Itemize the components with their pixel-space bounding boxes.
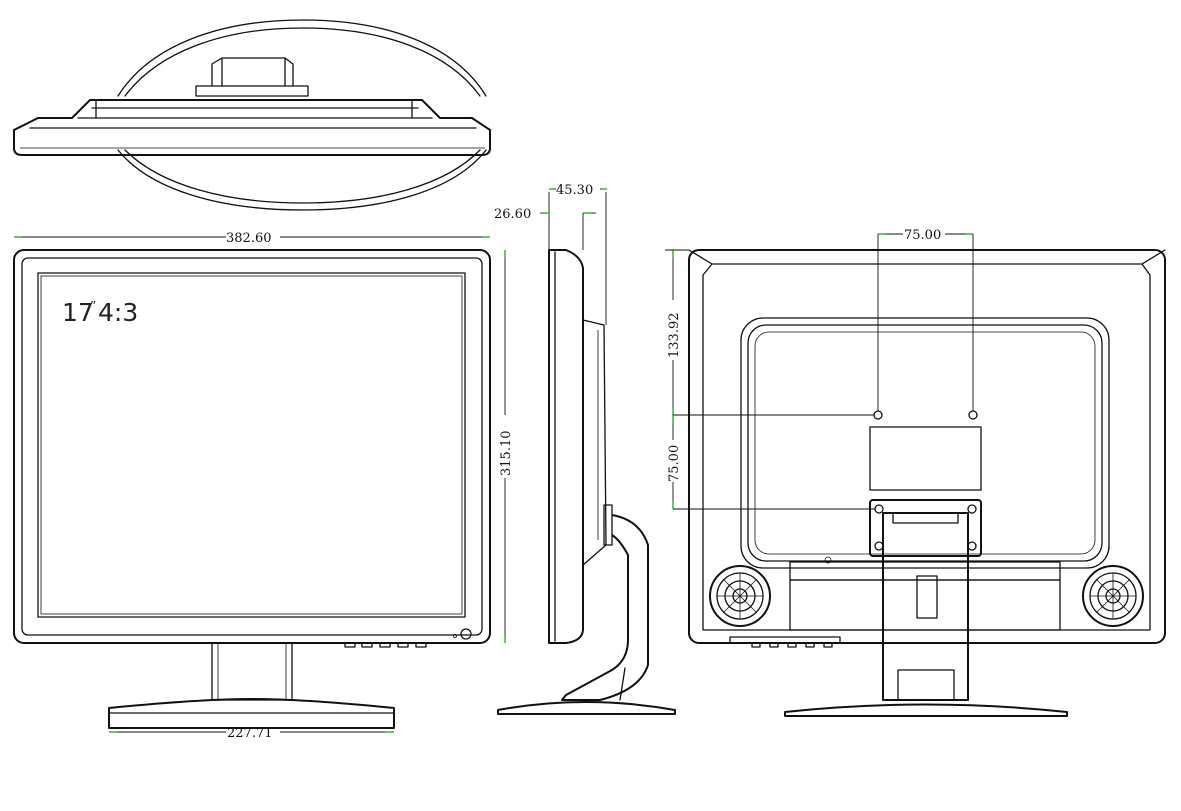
rear-stand-column (882, 512, 969, 701)
dimension-vesa-vertical: 75.00 (667, 414, 875, 510)
rear-label-area (869, 426, 982, 491)
rear-housing-outer (688, 249, 1166, 644)
speaker-left-icon (709, 565, 771, 627)
top-view (13, 19, 491, 211)
screen-size-label: 17 (62, 298, 94, 327)
rear-io-strip (789, 561, 1061, 581)
rear-cable-slot (916, 575, 938, 619)
side-panel (548, 249, 584, 644)
rear-view: 75.00 133.92 75.00 (665, 228, 1166, 717)
dimension-vesa-horizontal-label: 75.00 (904, 228, 941, 243)
front-neck (211, 642, 293, 701)
dimension-width-label: 382.60 (226, 231, 272, 246)
rear-bottom-buttons (729, 636, 841, 648)
vesa-mount-plate (869, 499, 982, 557)
speaker-right-icon (1082, 565, 1144, 627)
front-view: 17 ” 4:3 382.60 (13, 231, 514, 741)
side-hinge (603, 504, 613, 546)
dimension-vesa-horizontal: 75.00 (877, 228, 974, 411)
side-base (497, 701, 676, 715)
dimension-vesa-offset-top-label: 133.92 (667, 313, 682, 359)
top-view-bezel (13, 99, 491, 156)
dimension-depth-total: 45.30 (548, 183, 607, 325)
rear-base (784, 703, 1068, 717)
vesa-hole-top-right-icon (968, 410, 978, 420)
rear-recess (740, 317, 1110, 569)
dimension-base-width-label: 227.71 (227, 726, 273, 741)
dimension-vesa-offset-top: 133.92 (665, 249, 689, 415)
screen-area (37, 272, 466, 618)
top-view-neck (211, 57, 294, 87)
front-base (108, 698, 395, 729)
dimension-depth-panel-label: 26.60 (494, 207, 531, 222)
dimension-vesa-vertical-label: 75.00 (667, 445, 682, 482)
dimension-base-width: 227.71 (109, 726, 394, 741)
dimension-width: 382.60 (14, 231, 490, 246)
vesa-hole-top-left-icon (873, 410, 883, 420)
inch-mark: ” (90, 299, 96, 313)
control-buttons (344, 642, 427, 648)
top-view-stand-base-ellipse (117, 19, 487, 211)
side-rear-housing (582, 319, 607, 566)
aspect-ratio-label: 4:3 (98, 298, 138, 327)
side-view: 45.30 26.60 (494, 183, 676, 715)
dimension-height: 315.10 (499, 250, 514, 643)
power-button-icon (460, 628, 472, 640)
side-stand-arm (561, 514, 649, 701)
dimension-height-label: 315.10 (499, 431, 514, 477)
dimension-depth-total-label: 45.30 (556, 183, 593, 198)
dimension-depth-panel: 26.60 (494, 207, 596, 250)
